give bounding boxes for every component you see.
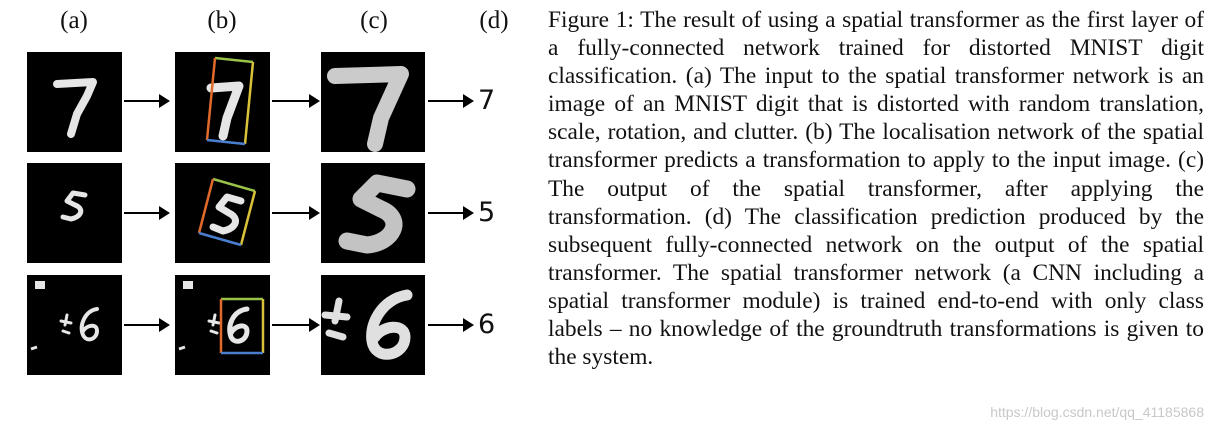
arrow-c-to-d-row1 [428,94,474,108]
caption-text: Figure 1: The result of using a spatial … [548,7,1204,371]
localisation-image-6 [175,275,270,375]
arrow-b-to-c-row2 [272,206,320,220]
column-label-c: (c) [360,7,388,34]
input-image-6 [27,275,122,375]
arrow-a-to-b-row1 [124,94,170,108]
localisation-image-5 [175,163,270,263]
transformed-image-6 [321,275,425,375]
prediction-row2: 5 [478,197,496,228]
figure-panel: (a) (b) (c) (d) 7 [0,0,540,428]
arrow-a-to-b-row2 [124,206,170,220]
input-image-7 [27,52,122,152]
transformed-image-5 [321,163,425,263]
watermark: https://blog.csdn.net/qq_41185868 [990,404,1204,420]
input-image-5 [27,163,122,263]
arrow-b-to-c-row1 [272,94,320,108]
column-label-b: (b) [207,7,237,34]
arrow-c-to-d-row3 [428,318,474,332]
arrow-c-to-d-row2 [428,206,474,220]
column-label-d: (d) [479,7,509,34]
prediction-row3: 6 [478,309,496,340]
arrow-a-to-b-row3 [124,318,170,332]
localisation-image-7 [175,52,270,152]
arrow-b-to-c-row3 [272,318,320,332]
transformed-image-7 [321,52,425,152]
figure-caption: Figure 1: The result of using a spatial … [548,6,1204,371]
prediction-row1: 7 [478,85,496,116]
column-label-a: (a) [60,7,88,34]
